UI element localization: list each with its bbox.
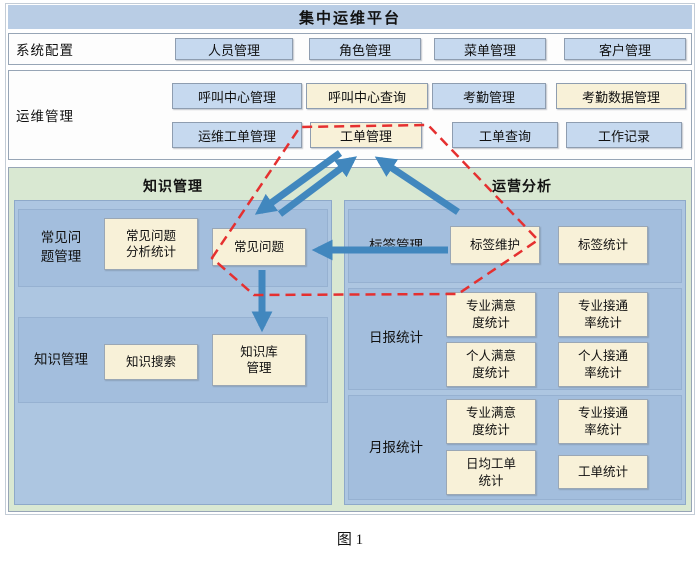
- monthly-report-group-label: 月报统计: [369, 439, 423, 455]
- tag-management-group-label: 标签管理: [369, 237, 423, 253]
- platform-title-bar: 集中运维平台: [8, 5, 692, 29]
- customer-management-button: 客户管理: [564, 38, 686, 60]
- ops-workorder-management-button: 运维工单管理: [172, 122, 302, 148]
- call-center-management-button: 呼叫中心管理: [172, 83, 302, 109]
- daily-avg-workorder-stats-box: 日均工单 统计: [446, 450, 536, 495]
- analysis-panel-title: 运营分析: [492, 180, 552, 195]
- attendance-data-management-button: 考勤数据管理: [556, 83, 686, 109]
- menu-management-button: 菜单管理: [434, 38, 546, 60]
- daily-report-group-label: 日报统计: [369, 329, 423, 345]
- daily-personal-connect-rate-stats-box: 个人接通 率统计: [558, 342, 648, 387]
- ops-management-label: 运维管理: [16, 109, 74, 124]
- tag-maintenance-box: 标签维护: [450, 226, 540, 264]
- daily-pro-connect-rate-stats-box: 专业接通 率统计: [558, 292, 648, 337]
- system-config-label: 系统配置: [16, 43, 74, 58]
- figure-caption: 图 1: [336, 532, 364, 548]
- faq-management-group-label: 常见问 题管理: [40, 230, 82, 264]
- role-management-button: 角色管理: [309, 38, 421, 60]
- knowledge-group-label: 知识管理: [34, 351, 88, 367]
- workorder-stats-box: 工单统计: [558, 455, 648, 489]
- workorder-query-button: 工单查询: [452, 122, 558, 148]
- knowledge-base-management-box: 知识库 管理: [212, 334, 306, 386]
- figure-border: [5, 3, 695, 515]
- platform-title: 集中运维平台: [298, 10, 401, 27]
- call-center-query-button: 呼叫中心查询: [306, 83, 428, 109]
- faq-analysis-stats-box: 常见问题 分析统计: [104, 218, 198, 270]
- knowledge-search-box: 知识搜索: [104, 344, 198, 380]
- faq-box: 常见问题: [212, 228, 306, 266]
- monthly-pro-connect-rate-stats-box: 专业接通 率统计: [558, 399, 648, 444]
- tag-stats-box: 标签统计: [558, 226, 648, 264]
- attendance-management-button: 考勤管理: [432, 83, 546, 109]
- personnel-management-button: 人员管理: [175, 38, 293, 60]
- knowledge-panel-title: 知识管理: [143, 180, 203, 195]
- daily-personal-satisfaction-stats-box: 个人满意 度统计: [446, 342, 536, 387]
- monthly-pro-satisfaction-stats-box: 专业满意 度统计: [446, 399, 536, 444]
- work-record-button: 工作记录: [566, 122, 682, 148]
- workorder-management-button: 工单管理: [310, 122, 422, 148]
- daily-pro-satisfaction-stats-box: 专业满意 度统计: [446, 292, 536, 337]
